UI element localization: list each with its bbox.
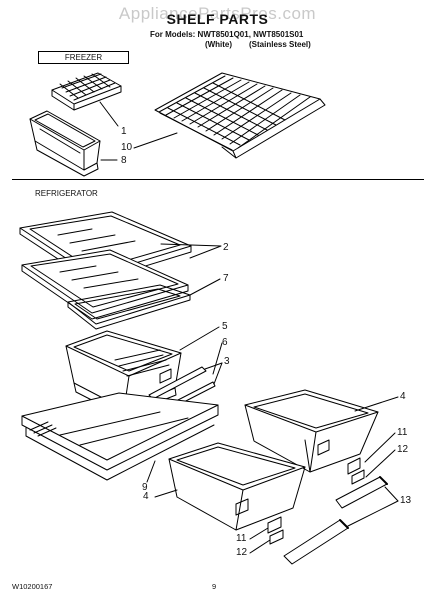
slide-rail-lower [283, 519, 349, 565]
leader-5 [179, 326, 220, 351]
leader-10 [133, 132, 178, 149]
callout-4-left: 4 [143, 491, 149, 502]
callout-1: 1 [121, 126, 127, 137]
models-line: For Models: NWT8501Q01, NWT8501S01 [150, 30, 304, 39]
crisper-drawer-left [168, 442, 306, 531]
model-variants: (White) (Stainless Steel) [150, 40, 311, 49]
leader-4-left [154, 489, 178, 498]
page-number: 9 [212, 582, 217, 591]
refrigerator-section-label: REFRIGERATOR [35, 189, 98, 198]
callout-12-lower: 12 [236, 547, 248, 558]
leader-2 [160, 243, 222, 259]
leader-6 [212, 342, 223, 385]
ice-bin [29, 110, 101, 177]
page-title: SHELF PARTS [166, 11, 269, 27]
ice-cube-tray [51, 72, 122, 111]
freezer-section-label: FREEZER [38, 51, 129, 64]
section-divider [12, 179, 424, 180]
leader-1 [99, 101, 119, 127]
callout-3: 3 [224, 356, 230, 367]
callout-5: 5 [222, 321, 228, 332]
leader-12-lower [249, 539, 271, 554]
slide-bracket-lower [267, 516, 284, 545]
leader-4-right [354, 396, 399, 412]
leader-9 [146, 460, 156, 483]
leader-3 [204, 362, 223, 370]
slide-rail-upper [335, 476, 388, 509]
callout-11-upper: 11 [397, 427, 408, 438]
slide-bracket-upper [347, 457, 365, 485]
callout-4-right: 4 [400, 391, 406, 402]
leader-13-lower [347, 500, 399, 527]
callout-2: 2 [223, 242, 229, 253]
callout-6: 6 [222, 337, 228, 348]
variant-white: (White) [204, 40, 233, 49]
callout-13: 13 [400, 495, 412, 506]
glass-shelf-lower [21, 249, 189, 320]
callout-8: 8 [121, 155, 127, 166]
freezer-wire-shelf [154, 72, 326, 159]
watermark: AppliancePartsPros.com [118, 4, 317, 23]
callout-9: 9 [142, 482, 148, 493]
leader-13-upper [384, 486, 399, 502]
callout-7: 7 [223, 273, 229, 284]
leader-7 [189, 278, 221, 296]
leader-11-lower [249, 527, 269, 540]
variant-stainless: (Stainless Steel) [249, 40, 311, 49]
leader-12-upper [365, 449, 396, 478]
crisper-drawer-right [244, 389, 379, 473]
callout-11-lower: 11 [236, 533, 247, 544]
document-number: W10200167 [12, 582, 53, 591]
crisper-pan [65, 330, 182, 417]
callout-12-upper: 12 [397, 444, 409, 455]
leader-11-upper [364, 432, 396, 463]
callout-10: 10 [121, 142, 133, 153]
crisper-cover-glass [21, 392, 219, 481]
